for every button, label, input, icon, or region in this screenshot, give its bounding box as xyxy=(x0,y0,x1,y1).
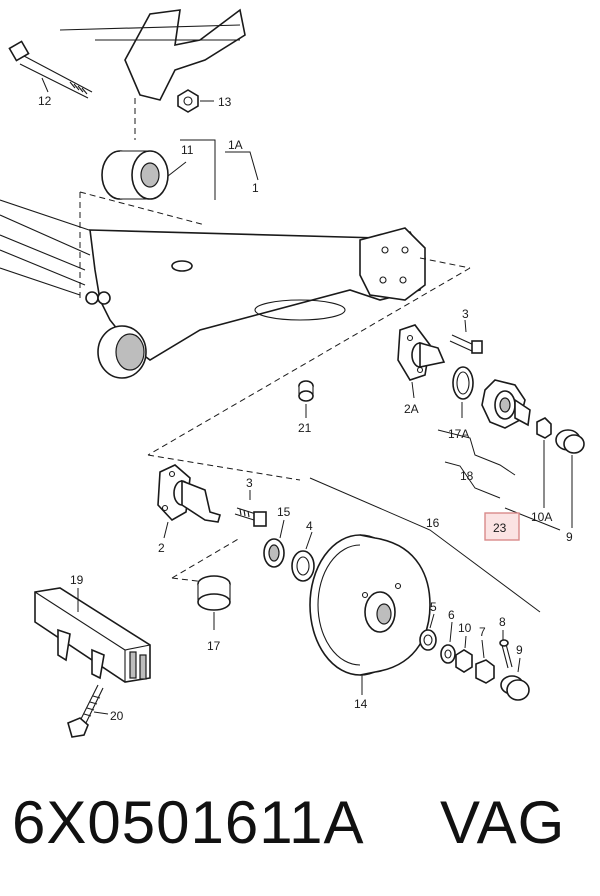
label-23: 23 xyxy=(493,521,507,535)
label-20: 20 xyxy=(110,709,124,723)
hub-nut-10A xyxy=(536,417,552,439)
label-7: 7 xyxy=(479,625,486,639)
label-5: 5 xyxy=(430,600,437,614)
label-15: 15 xyxy=(277,505,291,519)
label-12: 12 xyxy=(38,94,52,108)
bump-stop-21 xyxy=(298,380,314,402)
label-2A: 2A xyxy=(404,402,419,416)
label-6: 6 xyxy=(448,608,455,622)
label-4: 4 xyxy=(306,519,313,533)
label-18: 18 xyxy=(460,469,474,483)
callout-23-highlight xyxy=(484,512,520,541)
nut-13 xyxy=(177,89,199,113)
grease-cap-9-lower xyxy=(500,675,530,701)
label-21: 21 xyxy=(298,421,312,435)
label-9-upper: 9 xyxy=(566,530,573,544)
grease-cap-9-upper xyxy=(555,429,585,454)
exploded-parts-diagram: 12 13 11 1A 1 xyxy=(0,8,585,738)
bearing-4 xyxy=(291,550,315,582)
label-19: 19 xyxy=(70,573,84,587)
mounting-bracket xyxy=(59,8,246,101)
bracket-19 xyxy=(34,587,151,683)
bolt-3-upper xyxy=(449,334,483,354)
rear-axle-beam xyxy=(0,199,426,379)
stub-axle-2 xyxy=(157,464,221,523)
brake-drum-14 xyxy=(309,534,431,676)
castle-lock-7 xyxy=(475,659,495,684)
label-16: 16 xyxy=(426,516,440,530)
sensor-ring-17A xyxy=(452,366,474,400)
label-3-lower: 3 xyxy=(246,476,253,490)
label-10: 10 xyxy=(458,621,472,635)
split-pin-8 xyxy=(499,639,513,669)
label-1A: 1A xyxy=(228,138,243,152)
label-2: 2 xyxy=(158,541,165,555)
label-13: 13 xyxy=(218,95,232,109)
label-11: 11 xyxy=(181,143,194,157)
oil-seal-15 xyxy=(263,538,285,568)
label-17A: 17A xyxy=(448,427,469,441)
bearing-race-17 xyxy=(197,575,231,611)
label-14: 14 xyxy=(354,697,368,711)
part-number: 6X0501611A xyxy=(12,789,365,856)
label-8: 8 xyxy=(499,615,506,629)
rubber-bush-11 xyxy=(101,150,169,200)
label-3-upper: 3 xyxy=(462,307,469,321)
label-1: 1 xyxy=(252,181,259,195)
bolt-12 xyxy=(8,40,93,99)
hex-nut-10 xyxy=(455,649,473,673)
wheel-hub-18 xyxy=(481,379,531,429)
label-9-lower: 9 xyxy=(516,643,523,657)
brand-name: VAG xyxy=(440,789,566,856)
bolt-3-lower xyxy=(234,507,267,527)
label-17: 17 xyxy=(207,639,221,653)
screw-20 xyxy=(67,684,104,738)
stub-axle-2A xyxy=(397,324,446,381)
label-10A: 10A xyxy=(531,510,552,524)
outer-bearing-5 xyxy=(419,629,437,651)
washer-6 xyxy=(440,644,456,664)
